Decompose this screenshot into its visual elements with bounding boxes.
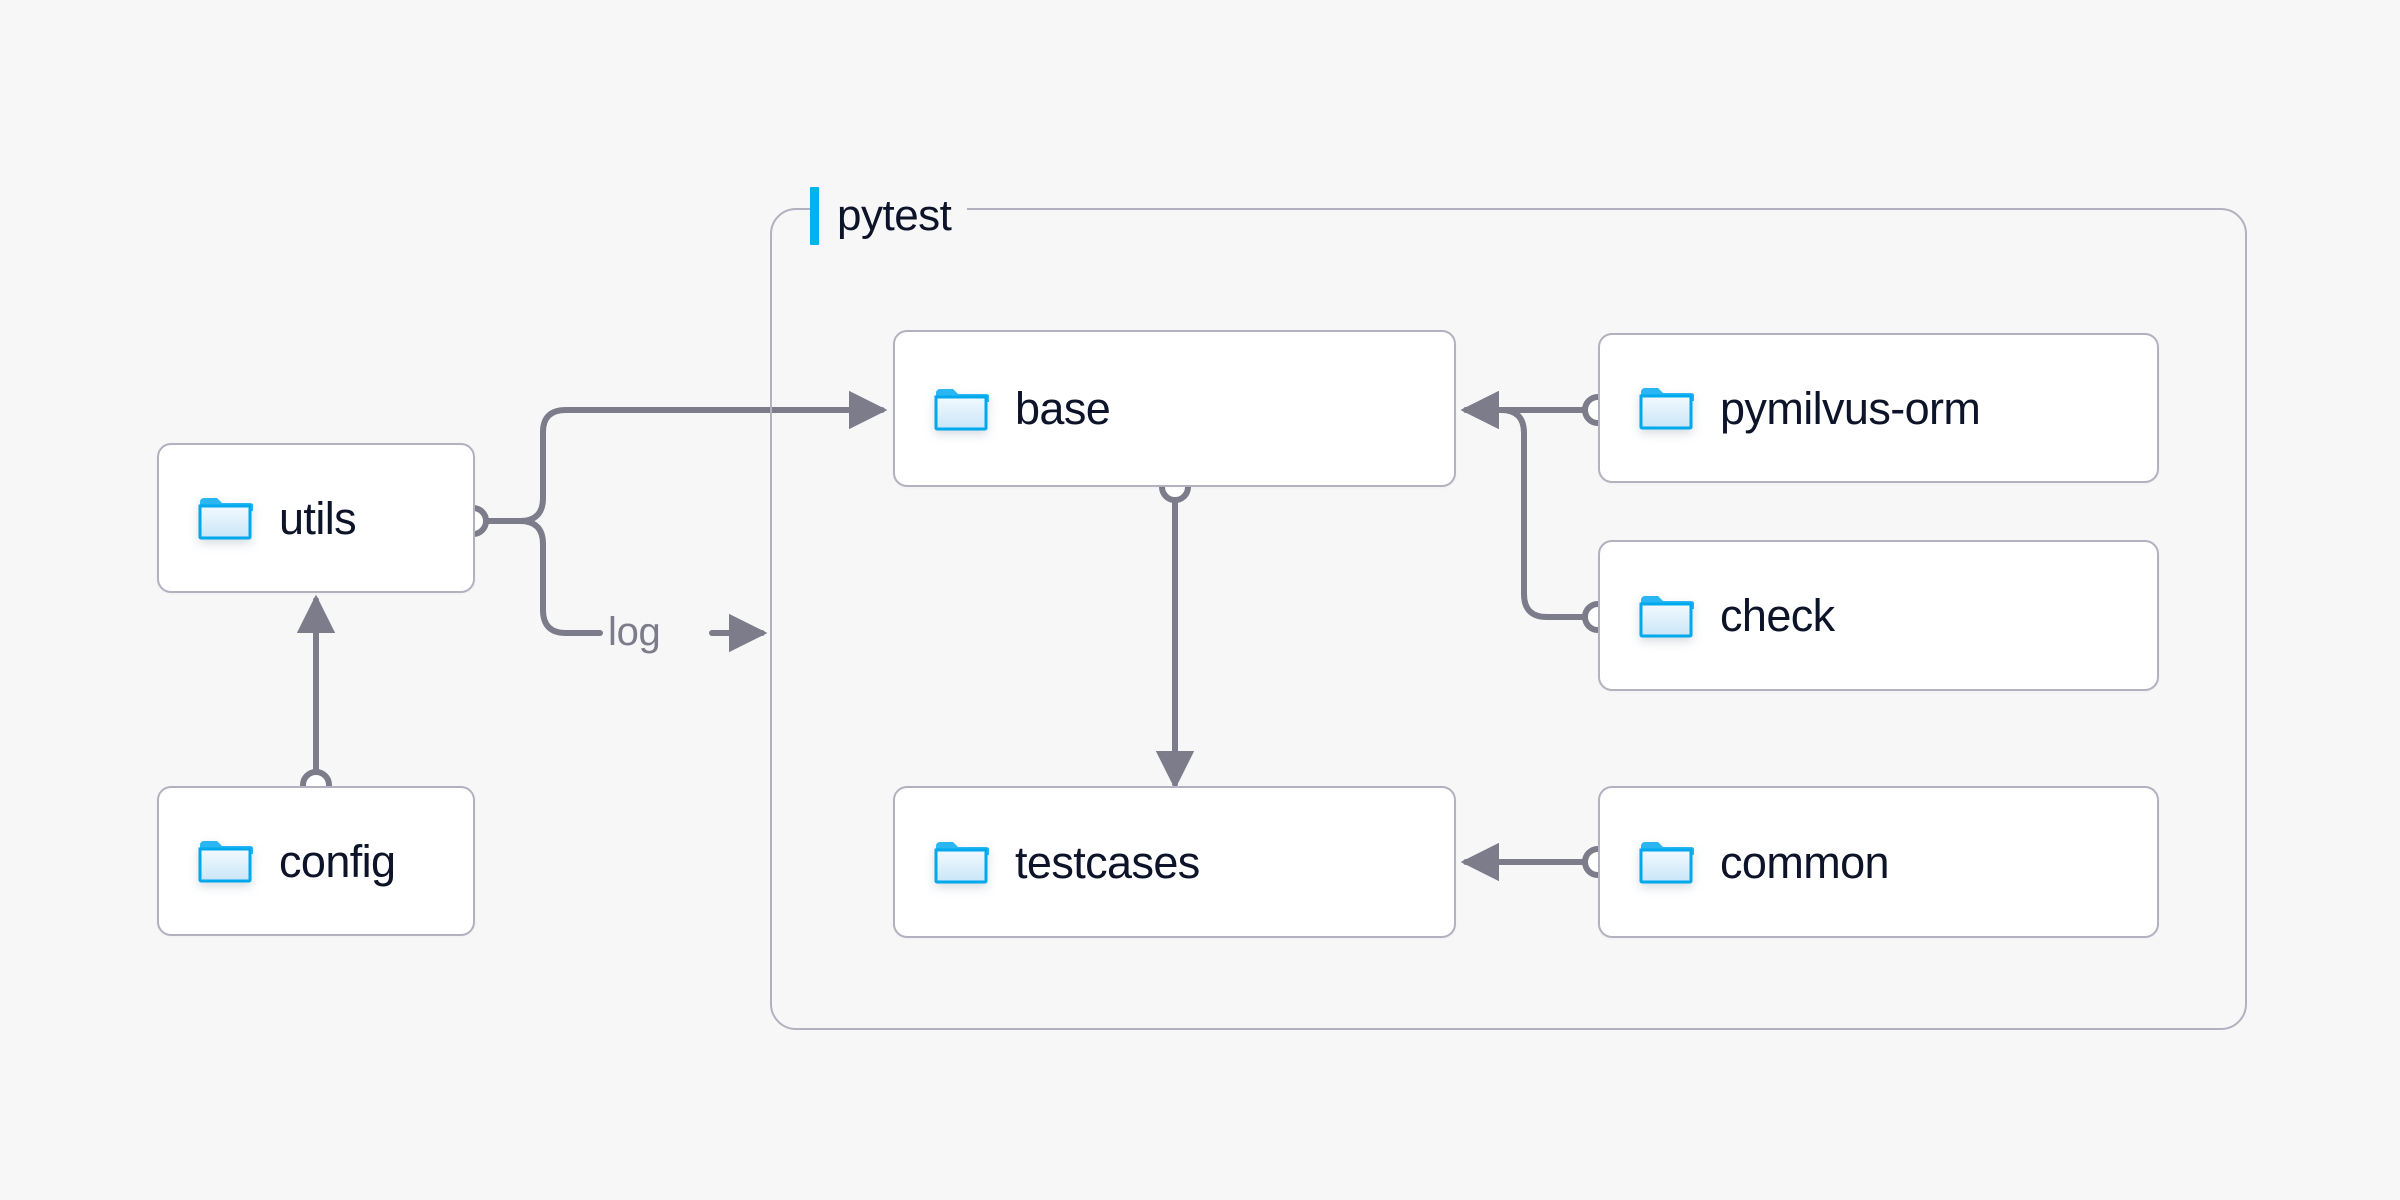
group-title: pytest bbox=[837, 191, 952, 240]
folder-icon bbox=[1638, 839, 1695, 885]
node-pymilvus-orm[interactable]: pymilvus-orm bbox=[1598, 333, 2159, 483]
folder-icon bbox=[197, 838, 254, 884]
folder-icon bbox=[933, 386, 990, 432]
node-label: pymilvus-orm bbox=[1720, 382, 1981, 434]
node-check[interactable]: check bbox=[1598, 540, 2159, 691]
node-common[interactable]: common bbox=[1598, 786, 2159, 938]
node-base[interactable]: base bbox=[893, 330, 1456, 487]
node-label: config bbox=[279, 835, 396, 887]
node-config[interactable]: config bbox=[157, 786, 475, 936]
group-accent-bar bbox=[810, 187, 819, 245]
node-label: common bbox=[1720, 836, 1890, 888]
group-pytest-label: pytest bbox=[810, 185, 968, 247]
node-label: check bbox=[1720, 590, 1835, 641]
edge-utils-to-log bbox=[481, 518, 603, 636]
node-utils[interactable]: utils bbox=[157, 443, 475, 593]
group-pytest bbox=[770, 208, 2247, 1030]
edge-label-log: log bbox=[608, 610, 661, 654]
folder-icon bbox=[1638, 385, 1695, 431]
folder-icon bbox=[933, 839, 990, 885]
node-label: testcases bbox=[1015, 836, 1200, 888]
folder-icon bbox=[1638, 593, 1695, 639]
node-testcases[interactable]: testcases bbox=[893, 786, 1456, 938]
node-label: utils bbox=[279, 492, 357, 544]
folder-icon bbox=[197, 495, 254, 541]
node-label: base bbox=[1015, 383, 1111, 434]
